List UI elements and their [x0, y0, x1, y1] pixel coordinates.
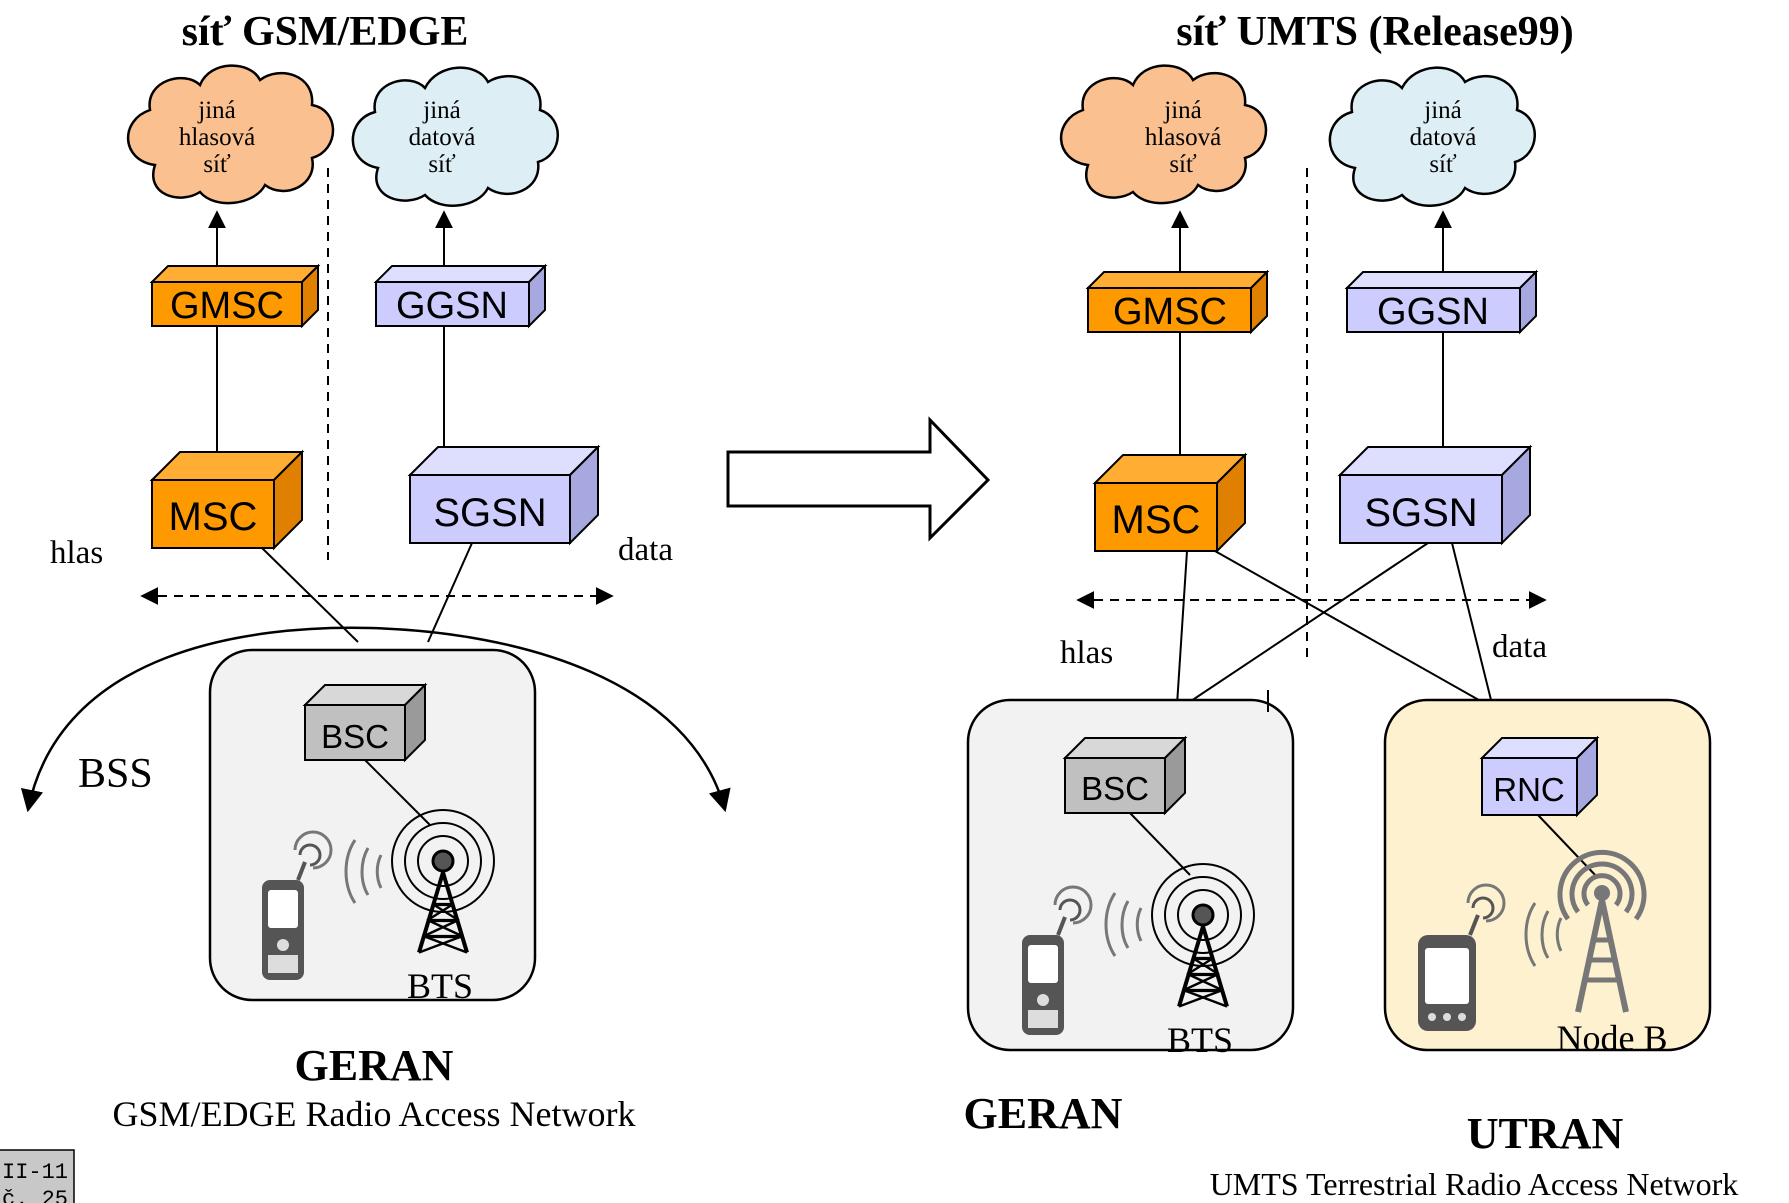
- right-data-cloud: jiná datová síť: [1328, 66, 1536, 207]
- right-data-label: data: [1492, 629, 1547, 665]
- right-ggsn-box: GGSN: [1344, 269, 1539, 335]
- right-msc-box: MSC: [1092, 452, 1248, 554]
- left-bts-antenna: [391, 809, 495, 953]
- right-ggsn-label: GGSN: [1377, 291, 1489, 333]
- left-data-cloud: jiná datová síť: [351, 66, 559, 207]
- right-bsc-label: BSC: [1081, 770, 1149, 807]
- left-title: síť GSM/EDGE: [182, 9, 469, 55]
- right-sgsn-utran-link: [1451, 542, 1494, 709]
- left-geran-title: GERAN: [295, 1041, 454, 1090]
- right-sgsn-geran-link: [1184, 542, 1429, 706]
- left-voice-cloud-line-1: jiná: [197, 97, 236, 124]
- right-bsc-box: BSC: [1062, 735, 1188, 816]
- umts-network: síť UMTS (Release99) jiná hlasová síť ji…: [964, 9, 1739, 1202]
- slide-tag: II-11 č. 25: [0, 1149, 75, 1203]
- right-voice-cloud: jiná hlasová síť: [1059, 64, 1268, 205]
- left-gmsc-label: GMSC: [170, 285, 284, 327]
- left-data-cloud-line-3: síť: [428, 151, 456, 178]
- rnc-label: RNC: [1493, 771, 1565, 808]
- right-voice-cloud-line-1: jiná: [1163, 97, 1202, 124]
- right-gmsc-box: GMSC: [1085, 269, 1270, 335]
- nodeb-antenna: [1557, 849, 1647, 1013]
- utran-radio-waves: [1524, 902, 1563, 967]
- left-bts-label: BTS: [407, 966, 473, 1006]
- left-voice-label: hlas: [50, 535, 103, 571]
- slide-tag-line-1: II-11: [2, 1160, 68, 1185]
- left-sgsn-label: SGSN: [433, 491, 546, 535]
- utran-title: UTRAN: [1467, 1109, 1624, 1158]
- left-radio-waves: [344, 839, 383, 904]
- right-msc-geran-link: [1176, 550, 1188, 706]
- right-sgsn-label: SGSN: [1364, 491, 1477, 535]
- right-data-cloud-line-2: datová: [1410, 124, 1477, 151]
- gsm-edge-network: síť GSM/EDGE jiná hlasová síť jiná datov…: [20, 9, 731, 1134]
- right-title: síť UMTS (Release99): [1176, 9, 1573, 55]
- right-geran-handset-icon: [1022, 885, 1093, 1035]
- utran-handset-icon: [1418, 883, 1506, 1031]
- right-gmsc-label: GMSC: [1113, 291, 1227, 333]
- right-geran-radio-waves: [1104, 892, 1143, 957]
- left-ggsn-box: GGSN: [373, 263, 548, 329]
- left-msc-bss-link: [261, 547, 359, 643]
- rnc-box: RNC: [1479, 735, 1600, 818]
- left-bss-arc: [20, 626, 731, 813]
- left-voice-cloud: jiná hlasová síť: [126, 64, 335, 205]
- left-voice-cloud-line-3: síť: [203, 151, 231, 178]
- right-voice-cloud-line-3: síť: [1169, 151, 1197, 178]
- right-msc-label: MSC: [1112, 498, 1201, 542]
- left-msc-box: MSC: [149, 449, 305, 551]
- left-bsc-box: BSC: [302, 682, 428, 763]
- left-sgsn-bss-link: [427, 542, 473, 643]
- right-msc-utran-link: [1214, 550, 1494, 709]
- left-ggsn-label: GGSN: [396, 285, 508, 327]
- right-voice-cloud-line-2: hlasová: [1145, 124, 1221, 151]
- left-bsc-bts-link: [364, 759, 431, 826]
- left-voice-cloud-line-2: hlasová: [179, 124, 255, 151]
- left-geran-subtitle: GSM/EDGE Radio Access Network: [113, 1094, 636, 1134]
- left-handset-icon: [262, 830, 333, 980]
- left-bsc-label: BSC: [321, 718, 389, 755]
- nodeb-label: Node B: [1557, 1018, 1668, 1058]
- right-bts-antenna: [1151, 863, 1255, 1007]
- left-sgsn-box: SGSN: [407, 444, 601, 546]
- left-data-cloud-line-2: datová: [409, 124, 476, 151]
- left-gmsc-box: GMSC: [149, 263, 321, 329]
- left-data-cloud-line-1: jiná: [422, 97, 461, 124]
- right-geran-title: GERAN: [964, 1089, 1123, 1138]
- right-data-cloud-line-1: jiná: [1423, 97, 1462, 124]
- slide-tag-line-2: č. 25: [2, 1187, 68, 1203]
- right-voice-label: hlas: [1060, 635, 1113, 671]
- evolution-arrow: [726, 416, 991, 542]
- utran-subtitle: UMTS Terrestrial Radio Access Network: [1210, 1166, 1739, 1202]
- left-msc-label: MSC: [169, 495, 258, 539]
- right-bts-label: BTS: [1167, 1020, 1233, 1060]
- right-sgsn-box: SGSN: [1337, 444, 1533, 546]
- right-data-cloud-line-3: síť: [1429, 151, 1457, 178]
- right-bsc-bts-link: [1129, 812, 1191, 876]
- left-bss-label: BSS: [78, 751, 153, 797]
- left-data-label: data: [618, 532, 673, 568]
